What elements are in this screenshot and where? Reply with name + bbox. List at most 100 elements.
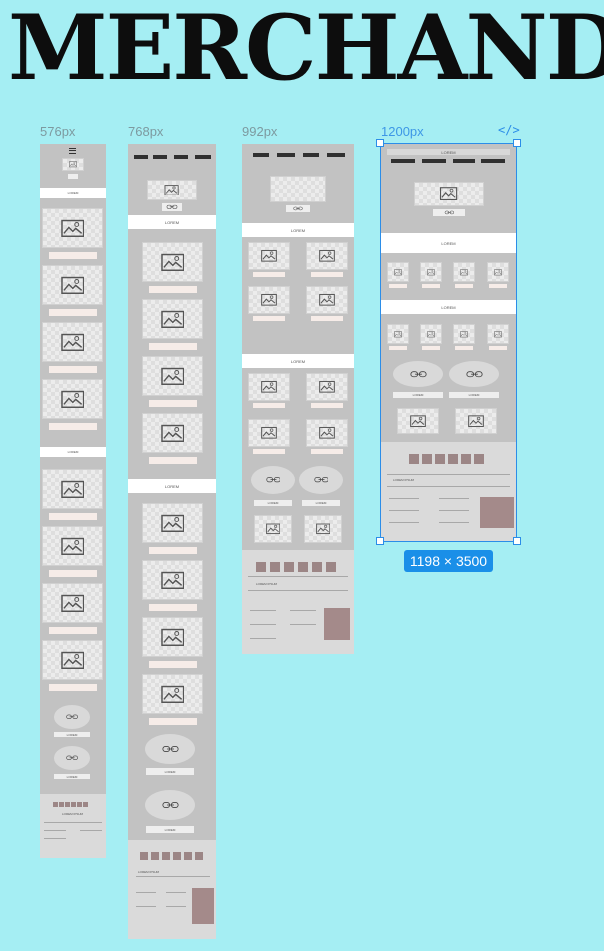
nav-item[interactable] (134, 155, 148, 159)
social-icon[interactable] (140, 852, 148, 860)
product-image[interactable] (248, 419, 290, 447)
frame-768[interactable]: LOREM LOREM LOREM LOREM LOREM IPSUM (128, 144, 216, 939)
product-image[interactable] (142, 356, 203, 396)
social-icon[interactable] (162, 852, 170, 860)
product-image[interactable] (453, 324, 475, 344)
frame-992[interactable]: LOREM LOREM LOREM LOREM LOREM IPSUM (242, 144, 354, 654)
selection-box[interactable] (380, 143, 517, 542)
breakpoint-label-768[interactable]: 768px (128, 124, 164, 139)
footer-link[interactable] (136, 906, 156, 907)
category-circle[interactable] (54, 705, 90, 729)
product-image[interactable] (248, 286, 290, 314)
nav-item[interactable] (453, 159, 475, 163)
product-image[interactable] (42, 208, 103, 248)
product-image[interactable] (142, 242, 203, 282)
product-image[interactable] (487, 262, 509, 282)
social-icon[interactable] (448, 454, 458, 464)
product-image[interactable] (306, 373, 348, 401)
product-image[interactable] (42, 583, 103, 623)
category-circle[interactable] (54, 746, 90, 770)
hero-button[interactable] (433, 209, 465, 216)
nav-item[interactable] (153, 155, 167, 159)
footer-link[interactable] (439, 522, 469, 523)
product-image[interactable] (142, 413, 203, 453)
product-image[interactable] (397, 408, 439, 434)
footer-link[interactable] (389, 522, 419, 523)
category-circle[interactable] (449, 361, 499, 387)
category-circle[interactable] (393, 361, 443, 387)
social-icon[interactable] (151, 852, 159, 860)
nav-item[interactable] (253, 153, 269, 157)
product-image[interactable] (42, 379, 103, 419)
product-image[interactable] (142, 674, 203, 714)
social-icon[interactable] (435, 454, 445, 464)
nav-item[interactable] (391, 159, 415, 163)
social-icon[interactable] (173, 852, 181, 860)
nav-item[interactable] (327, 153, 345, 157)
footer-link[interactable] (136, 892, 156, 893)
product-image[interactable] (142, 560, 203, 600)
product-image[interactable] (306, 242, 348, 270)
footer-link[interactable] (166, 892, 186, 893)
social-icon[interactable] (474, 454, 484, 464)
nav-item[interactable] (303, 153, 319, 157)
product-image[interactable] (387, 324, 409, 344)
product-image[interactable] (248, 242, 290, 270)
footer-link[interactable] (44, 838, 66, 839)
hero-button[interactable] (162, 203, 182, 211)
breakpoint-label-576[interactable]: 576px (40, 124, 76, 139)
category-circle[interactable] (145, 734, 195, 764)
footer-link[interactable] (439, 498, 469, 499)
social-icon[interactable] (409, 454, 419, 464)
footer-link[interactable] (439, 510, 469, 511)
product-image[interactable] (487, 324, 509, 344)
social-icon[interactable] (461, 454, 471, 464)
resize-handle-bottom-left[interactable] (376, 537, 384, 545)
frame-1200[interactable]: LOREM LOREM LOREM LOREM LOREM LOREM IPSU… (381, 144, 516, 542)
frame-576[interactable]: LOREM LOREM LOREM LOREM LOREM IPSUM (40, 144, 106, 858)
nav-item[interactable] (422, 159, 446, 163)
product-image[interactable] (42, 640, 103, 680)
product-image[interactable] (254, 515, 292, 543)
product-image[interactable] (306, 419, 348, 447)
product-image[interactable] (453, 262, 475, 282)
nav-item[interactable] (481, 159, 505, 163)
product-image[interactable] (42, 469, 103, 509)
footer-link[interactable] (80, 830, 102, 831)
footer-link[interactable] (389, 510, 419, 511)
hero-button-icon[interactable] (68, 174, 78, 179)
social-icon[interactable] (326, 562, 336, 572)
hero-button[interactable] (286, 205, 310, 212)
social-icon[interactable] (195, 852, 203, 860)
category-circle[interactable] (251, 466, 295, 494)
social-icon[interactable] (284, 562, 294, 572)
product-image[interactable] (455, 408, 497, 434)
nav-item[interactable] (174, 155, 188, 159)
social-icon[interactable] (270, 562, 280, 572)
social-icon[interactable] (59, 802, 64, 807)
resize-handle-bottom-right[interactable] (513, 537, 521, 545)
social-icon[interactable] (71, 802, 76, 807)
social-icon[interactable] (184, 852, 192, 860)
code-icon[interactable]: </> (498, 123, 520, 137)
product-image[interactable] (142, 299, 203, 339)
breakpoint-label-1200[interactable]: 1200px (381, 124, 424, 139)
footer-link[interactable] (290, 624, 316, 625)
social-icon[interactable] (256, 562, 266, 572)
footer-link[interactable] (389, 498, 419, 499)
footer-link[interactable] (44, 830, 66, 831)
product-image[interactable] (42, 526, 103, 566)
product-image[interactable] (142, 617, 203, 657)
product-image[interactable] (142, 503, 203, 543)
footer-link[interactable] (250, 610, 276, 611)
social-icon[interactable] (83, 802, 88, 807)
product-image[interactable] (420, 262, 442, 282)
product-image[interactable] (42, 322, 103, 362)
product-image[interactable] (248, 373, 290, 401)
product-image[interactable] (306, 286, 348, 314)
resize-handle-top-left[interactable] (376, 139, 384, 147)
hamburger-menu-icon[interactable] (69, 148, 76, 154)
resize-handle-top-right[interactable] (513, 139, 521, 147)
social-icon[interactable] (65, 802, 70, 807)
product-image[interactable] (420, 324, 442, 344)
